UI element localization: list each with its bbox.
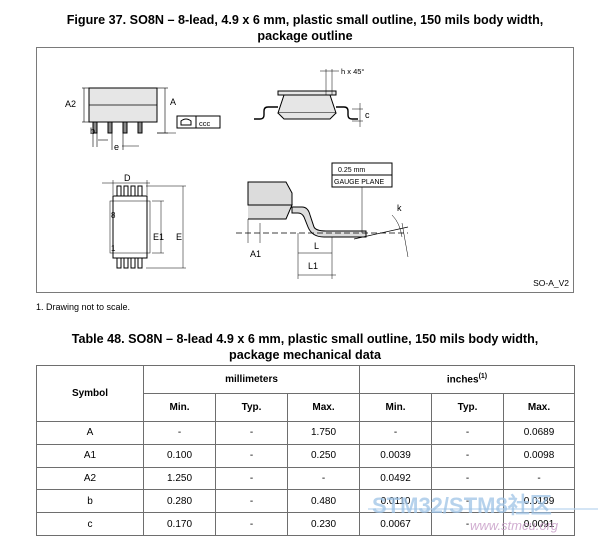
cell-in-typ: - (431, 512, 504, 536)
ccc-box (176, 115, 221, 129)
cell-symbol: A (36, 421, 144, 445)
header-in-max: Max. (503, 393, 575, 422)
label-c: c (365, 110, 370, 120)
label-gauge: 0.25 mm (338, 167, 365, 174)
figure-note: 1. Drawing not to scale. (36, 302, 131, 312)
detail-lead (291, 206, 367, 238)
cell-in-min: 0.0492 (359, 466, 432, 491)
cell-in-max: 0.0098 (503, 443, 575, 468)
label-h45: h x 45° (341, 67, 364, 76)
cell-in-max: 0.0689 (503, 421, 575, 445)
cell-in-max: 0.0091 (503, 512, 575, 536)
cell-in-max: - (503, 466, 575, 491)
header-inches-note: (1) (478, 373, 488, 381)
watermark-main: STM32/STM8社区 (372, 493, 552, 518)
cell-in-min: 0.0039 (359, 443, 432, 468)
cell-in-typ: - (431, 466, 504, 491)
cell-mm-max: - (287, 466, 360, 491)
cell-mm-max: 1.750 (287, 421, 360, 445)
top-leads-bottom (116, 257, 143, 269)
cell-mm-min: 1.250 (143, 466, 216, 491)
label-gauge-plane: GAUGE PLANE (334, 179, 385, 186)
label-a2: A2 (65, 99, 76, 109)
label-a: A (170, 97, 176, 107)
figure-title: Figure 37. SO8N – 8-lead, 4.9 x 6 mm, pl… (0, 12, 610, 44)
label-e: e (114, 142, 119, 152)
header-mm-max: Max. (287, 393, 360, 422)
top-leads-top (116, 185, 143, 197)
cell-in-typ: - (431, 443, 504, 468)
header-inches-label: inches (446, 374, 479, 386)
label-a1: A1 (250, 249, 261, 259)
label-k: k (397, 203, 402, 213)
label-b: b (90, 126, 95, 136)
figure-id: SO-A_V2 (533, 278, 569, 288)
top-body (112, 195, 148, 259)
figure-title-line1: Figure 37. SO8N – 8-lead, 4.9 x 6 mm, pl… (66, 13, 544, 27)
label-ccc: ccc (199, 119, 211, 128)
header-symbol: Symbol (36, 365, 144, 422)
cell-in-typ: - (431, 421, 504, 445)
header-in-min: Min. (359, 393, 432, 422)
cell-mm-min: 0.100 (143, 443, 216, 468)
figure-frame (36, 47, 574, 293)
cell-symbol: b (36, 489, 144, 514)
watermark-bar (368, 508, 598, 510)
label-l1: L1 (308, 261, 318, 271)
label-pin8: 8 (111, 211, 116, 220)
cell-mm-typ: - (215, 421, 288, 445)
cell-mm-typ: - (215, 489, 288, 514)
cell-symbol: c (36, 512, 144, 536)
table-row: A2 1.250 - - 0.0492 - - (36, 466, 575, 491)
watermark-sub: www.stmcu.org (470, 518, 559, 533)
cell-mm-typ: - (215, 443, 288, 468)
figure-title-line2: package outline (257, 29, 353, 43)
table-title-line1: Table 48. SO8N – 8-lead 4.9 x 6 mm, plas… (71, 332, 539, 346)
cell-mm-max: 0.250 (287, 443, 360, 468)
header-inches: inches(1) (359, 365, 575, 394)
cell-mm-min: 0.280 (143, 489, 216, 514)
package-outline-drawing: A2 A b e ccc h x 45° c D 8 1 E1 E 0.25 m… (65, 67, 409, 279)
header-in-typ: Typ. (431, 393, 504, 422)
cell-symbol: A2 (36, 466, 144, 491)
label-e1: E1 (153, 232, 164, 242)
header-mm-typ: Typ. (215, 393, 288, 422)
cell-mm-min: - (143, 421, 216, 445)
cell-symbol: A1 (36, 443, 144, 468)
table-title: Table 48. SO8N – 8-lead 4.9 x 6 mm, plas… (0, 331, 610, 363)
cell-mm-min: 0.170 (143, 512, 216, 536)
cell-in-min: - (359, 421, 432, 445)
table-title-line2: package mechanical data (229, 348, 381, 362)
header-millimeters: millimeters (143, 365, 360, 394)
label-d: D (124, 173, 131, 183)
cell-mm-max: 0.480 (287, 489, 360, 514)
mechanical-data-table: Symbol millimeters inches(1) Min. Typ. M… (36, 365, 575, 536)
label-e-big: E (176, 232, 182, 242)
table-row: c 0.170 - 0.230 0.0067 - 0.0091 (36, 512, 575, 536)
cell-mm-typ: - (215, 466, 288, 491)
header-mm-min: Min. (143, 393, 216, 422)
table-row: A - - 1.750 - - 0.0689 (36, 421, 575, 445)
table-row: A1 0.100 - 0.250 0.0039 - 0.0098 (36, 443, 575, 468)
label-l: L (314, 241, 319, 251)
detail-body (247, 181, 293, 206)
cell-mm-max: 0.230 (287, 512, 360, 536)
label-pin1: 1 (111, 244, 116, 253)
side-leads (92, 121, 143, 134)
end-body (277, 94, 337, 114)
cell-in-min: 0.0067 (359, 512, 432, 536)
cell-mm-typ: - (215, 512, 288, 536)
